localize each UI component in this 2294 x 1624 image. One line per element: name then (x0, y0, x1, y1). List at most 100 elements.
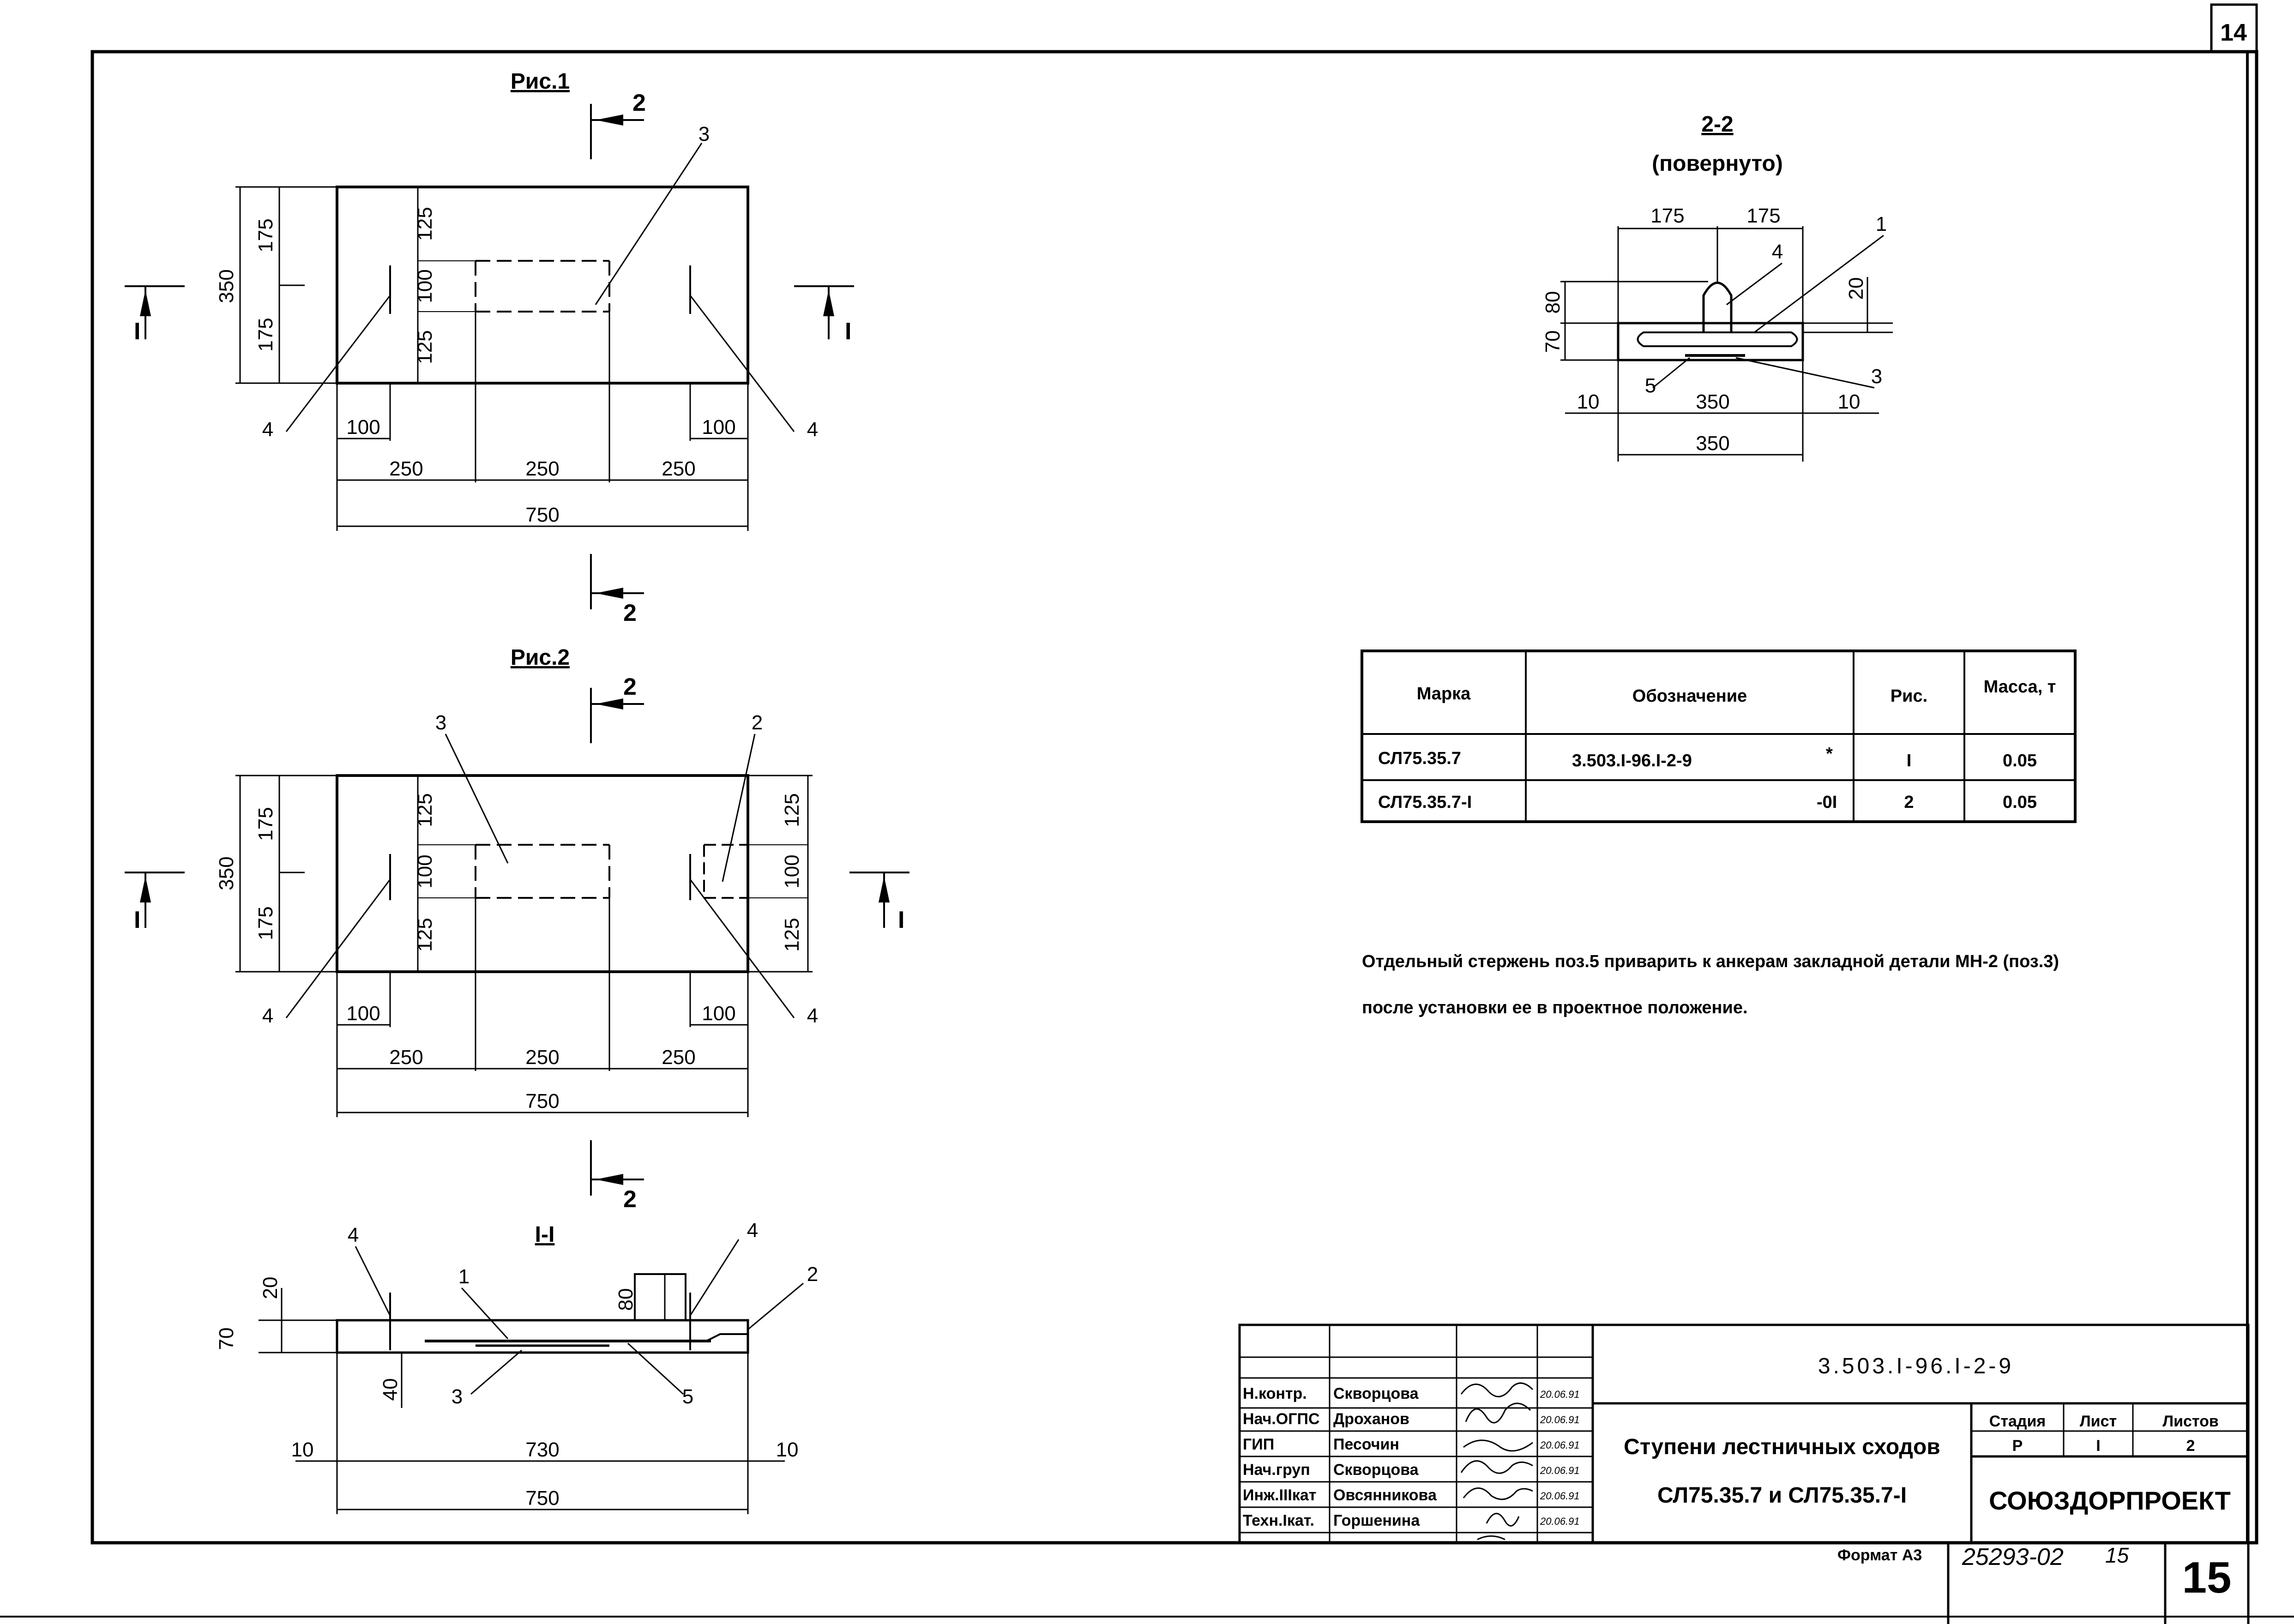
fig2-dim-v-c: 125 (414, 918, 436, 951)
fig2-side-mark-right: I (898, 907, 904, 933)
section11-dim-loop: 80 (614, 1288, 637, 1311)
fig1-section-mark-top: 2 (632, 90, 646, 116)
fig2-dim-total: 750 (525, 1090, 559, 1113)
person-date-2: 20.06.91 (1540, 1414, 1580, 1426)
fig2-dim-v-a: 125 (414, 793, 436, 827)
fig2-dim-left-offset: 100 (346, 1002, 380, 1025)
title-block-org: СОЮЗДОРПРОЕКТ (1989, 1486, 2231, 1515)
fig1-dim-v-c: 125 (414, 330, 436, 364)
table-row1-mark: СЛ75.35.7 (1378, 749, 1461, 768)
section11-dim-mid: 730 (525, 1438, 559, 1461)
format-label: Формат А3 (1837, 1546, 1922, 1564)
title-block-code: 3.503.I-96.I-2-9 (1818, 1354, 2014, 1378)
top-page-number: 14 (2220, 19, 2247, 46)
fig2-dim-h-top: 175 (254, 807, 277, 841)
person-date-1: 20.06.91 (1540, 1389, 1580, 1400)
table-header-designation: Обозначение (1632, 686, 1747, 706)
fig1-callout-left-loop: 4 (262, 418, 273, 441)
title-block-name-line2: СЛ75.35.7 и СЛ75.35.7-I (1657, 1483, 1907, 1508)
fig2-dim-r-c: 125 (781, 918, 803, 951)
inventory-sheet: 15 (2105, 1543, 2129, 1567)
person-name-5: Овсянникова (1333, 1486, 1437, 1504)
fig1-dim-left-offset: 100 (346, 416, 380, 439)
title-block-sheet: I (2096, 1437, 2100, 1455)
fig2-dim-right-offset: 100 (702, 1002, 735, 1025)
table-header-fig: Рис. (1891, 686, 1927, 706)
section22-dim-h20: 20 (1845, 277, 1867, 300)
table-row1-mass: 0.05 (2003, 751, 2037, 770)
title-block-stage-header: Стадия (1989, 1413, 2046, 1430)
fig2-section-mark-top: 2 (623, 674, 637, 700)
person-date-4: 20.06.91 (1540, 1465, 1580, 1476)
bottom-page-number: 15 (2182, 1553, 2232, 1602)
section11-callout-rebar: 1 (458, 1265, 470, 1288)
title-block-sheets: 2 (2186, 1437, 2195, 1455)
fig2-callout-right-part: 2 (752, 711, 763, 734)
person-date-5: 20.06.91 (1540, 1490, 1580, 1502)
fig1-callout-embedded: 3 (698, 123, 710, 145)
section-1-1: I-I 20 70 80 (215, 1219, 818, 1514)
marks-table: Марка Обозначение Рис. Масса, т СЛ75.35.… (1361, 650, 2077, 823)
section22-dim-left-gap: 10 (1577, 391, 1600, 413)
fig2-callout-embedded: 3 (435, 711, 446, 734)
table-header-mark: Марка (1417, 684, 1471, 704)
person-role-5: Инж.IIIкат (1243, 1486, 1316, 1504)
inventory-number: 25293-02 (1962, 1544, 2064, 1570)
fig2-dim-h-total: 350 (215, 856, 238, 890)
section11-callout-right-part: 2 (807, 1263, 818, 1286)
section22-callout-rebar: 1 (1876, 213, 1887, 235)
fig1-title: Рис.1 (511, 69, 570, 94)
table-row2-suffix: -0I (1817, 793, 1837, 812)
fig1-dim-v-a: 125 (414, 207, 436, 241)
title-block-sheets-header: Листов (2162, 1413, 2219, 1430)
section22-dim-total: 350 (1696, 432, 1729, 455)
fig1-dim-seg3: 250 (662, 457, 695, 480)
fig2-side-mark-left: I (134, 907, 140, 933)
section22-dim-inner: 350 (1696, 391, 1729, 413)
section22-callout-embedded: 3 (1871, 365, 1882, 388)
section22-dim-h80: 80 (1541, 291, 1564, 314)
table-row1-designation: 3.503.I-96.I-2-9 (1572, 751, 1692, 770)
fig1-side-mark-right: I (845, 318, 851, 345)
title-block-people: Н.контр. Скворцова 20.06.91 Нач.ОГПС Дро… (1243, 1385, 1580, 1529)
section22-dim-h70: 70 (1541, 331, 1564, 353)
person-role-6: Техн.Iкат. (1243, 1512, 1314, 1529)
note-line1: Отдельный стержень поз.5 приварить к анк… (1362, 952, 2059, 971)
title-block: Н.контр. Скворцова 20.06.91 Нач.ОГПС Дро… (1238, 1323, 2250, 1544)
table-header-mass: Масса, т (1984, 677, 2056, 697)
section22-callout-bar5: 5 (1645, 374, 1656, 397)
fig1-callout-right-loop: 4 (807, 418, 818, 441)
person-date-6: 20.06.91 (1540, 1516, 1580, 1527)
table-row2-fig: 2 (1904, 793, 1914, 812)
section22-dim-right: 175 (1746, 205, 1780, 227)
fig1: Рис.1 (125, 69, 854, 626)
table-row1-fig: I (1907, 751, 1912, 770)
fig2-dim-seg1: 250 (389, 1046, 423, 1069)
title-block-sheet-header: Лист (2080, 1413, 2117, 1430)
fig2-dim-h-bottom: 175 (254, 906, 277, 940)
fig2-dim-seg3: 250 (662, 1046, 695, 1069)
section11-dim-top: 20 (259, 1277, 282, 1299)
table-row2-mass: 0.05 (2003, 793, 2037, 812)
fig2-dim-seg2: 250 (525, 1046, 559, 1069)
person-role-2: Нач.ОГПС (1243, 1410, 1320, 1428)
fig1-side-mark-left: I (134, 318, 140, 345)
section11-callout-loop-left: 4 (348, 1224, 359, 1246)
fig2-title: Рис.2 (511, 645, 570, 670)
person-name-3: Песочин (1333, 1436, 1399, 1453)
section22-subtitle: (повернуто) (1652, 151, 1783, 176)
note-line2: после установки ее в проектное положение… (1362, 998, 1748, 1017)
fig1-dim-seg2: 250 (525, 457, 559, 480)
person-name-1: Скворцова (1333, 1385, 1419, 1402)
fig1-dim-h-top: 175 (254, 218, 277, 252)
fig1-dim-v-b: 100 (414, 269, 436, 303)
fig2-dim-v-b: 100 (414, 854, 436, 888)
fig1-section-mark-bottom: 2 (623, 600, 637, 626)
section11-dim-left: 10 (291, 1438, 314, 1461)
title-block-name-line1: Ступени лестничных сходов (1624, 1435, 1940, 1459)
section11-dim-height: 70 (215, 1328, 238, 1350)
section11-callout-embedded: 3 (452, 1385, 463, 1408)
person-name-6: Горшенина (1333, 1512, 1420, 1529)
fig1-dim-h-bottom: 175 (254, 318, 277, 351)
